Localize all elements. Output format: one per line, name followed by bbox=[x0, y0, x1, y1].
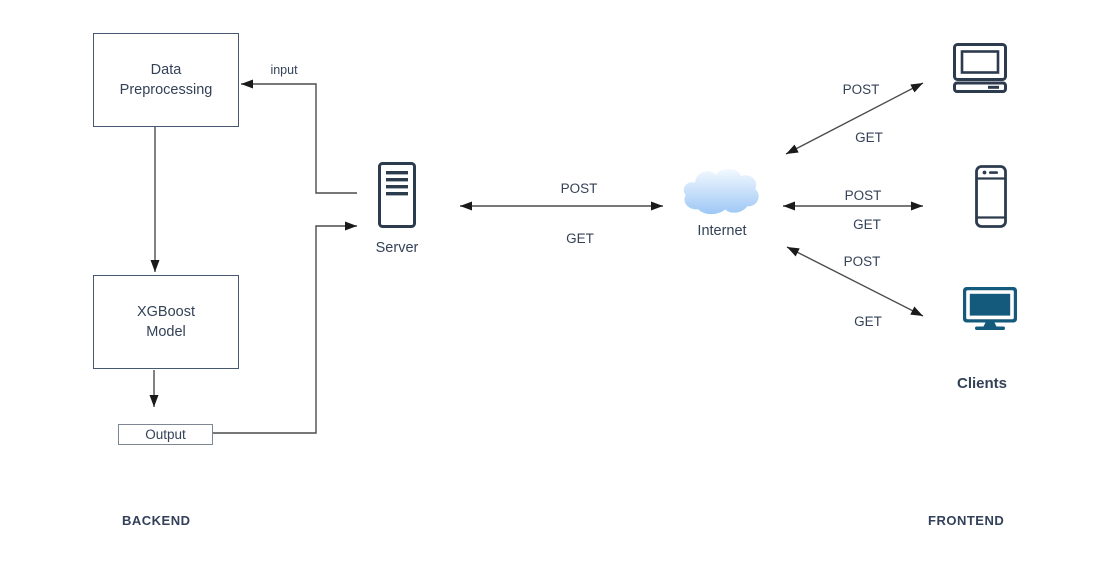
node-xgboost-model: XGBoost Model bbox=[93, 275, 239, 369]
edge-label-internet-monitor-post: POST bbox=[843, 254, 881, 269]
monitor-icon bbox=[963, 287, 1017, 330]
edge-label-server-internet-post: POST bbox=[560, 181, 598, 196]
frontend-section-label: FRONTEND bbox=[928, 513, 1005, 528]
edge-label-internet-desktop-get: GET bbox=[855, 130, 883, 145]
node-data-preprocessing-label: Data Preprocessing bbox=[119, 62, 213, 98]
node-data-preprocessing: Data Preprocessing bbox=[93, 33, 239, 127]
server-label: Server bbox=[375, 240, 419, 256]
edge-label-internet-phone-get: GET bbox=[853, 217, 881, 232]
node-output: Output bbox=[118, 424, 213, 445]
backend-section-label: BACKEND bbox=[122, 513, 191, 528]
edge-label-internet-desktop-post: POST bbox=[842, 82, 880, 97]
edge-server-input-to-preprocessing bbox=[241, 79, 357, 194]
edge-label-internet-monitor-get: GET bbox=[854, 314, 882, 329]
internet-label: Internet bbox=[697, 223, 747, 239]
smartphone-icon bbox=[975, 165, 1007, 228]
node-xgboost-model-label: XGBoost Model bbox=[136, 304, 196, 340]
server-icon bbox=[378, 162, 416, 228]
edge-label-internet-phone-post: POST bbox=[844, 188, 882, 203]
cloud-icon bbox=[681, 165, 760, 215]
clients-caption: Clients bbox=[956, 375, 1008, 392]
edge-label-server-internet-get: GET bbox=[566, 231, 594, 246]
edge-label-input: input bbox=[270, 63, 298, 77]
desktop-computer-icon bbox=[953, 43, 1007, 93]
node-output-label: Output bbox=[145, 427, 186, 442]
